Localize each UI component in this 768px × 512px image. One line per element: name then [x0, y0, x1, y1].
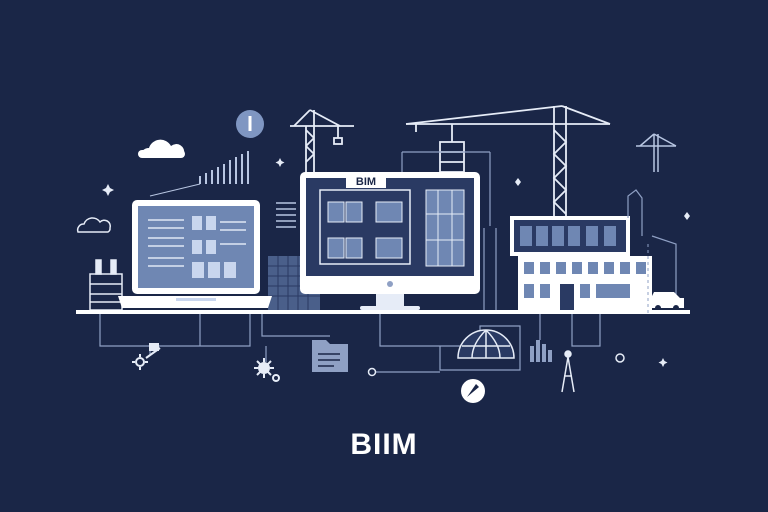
gear-icon [132, 343, 161, 370]
monitor-label: BIM [356, 176, 376, 188]
laptop-icon [118, 200, 272, 308]
tower-crane-icon [636, 133, 677, 172]
caption-title: BIIM [350, 428, 418, 461]
building-icon [510, 216, 652, 310]
logo-icon [387, 281, 393, 287]
ground-line [76, 310, 690, 314]
cloud-icon [138, 139, 185, 158]
factory-icon [89, 259, 123, 311]
info-icon [236, 110, 264, 138]
scaffold-lines [401, 151, 497, 310]
antenna-icon [561, 350, 575, 393]
sparkles [102, 158, 690, 367]
bar-chart-icon [530, 340, 552, 362]
bar-chart-icon [199, 151, 249, 184]
tower-crane-icon [405, 105, 611, 216]
folder-icon [312, 340, 348, 372]
node-icon [367, 367, 377, 377]
globe-icon [457, 329, 515, 359]
node-icon [615, 353, 625, 363]
tower-crane-icon [290, 109, 354, 172]
cloud-icon [76, 217, 112, 233]
tower-icon [627, 189, 677, 302]
compass-icon [461, 379, 485, 403]
network-lines [99, 314, 601, 373]
gear-icon [254, 358, 280, 382]
car-icon [650, 292, 684, 311]
monitor-icon [300, 172, 480, 310]
text-panel-icon [276, 202, 296, 228]
